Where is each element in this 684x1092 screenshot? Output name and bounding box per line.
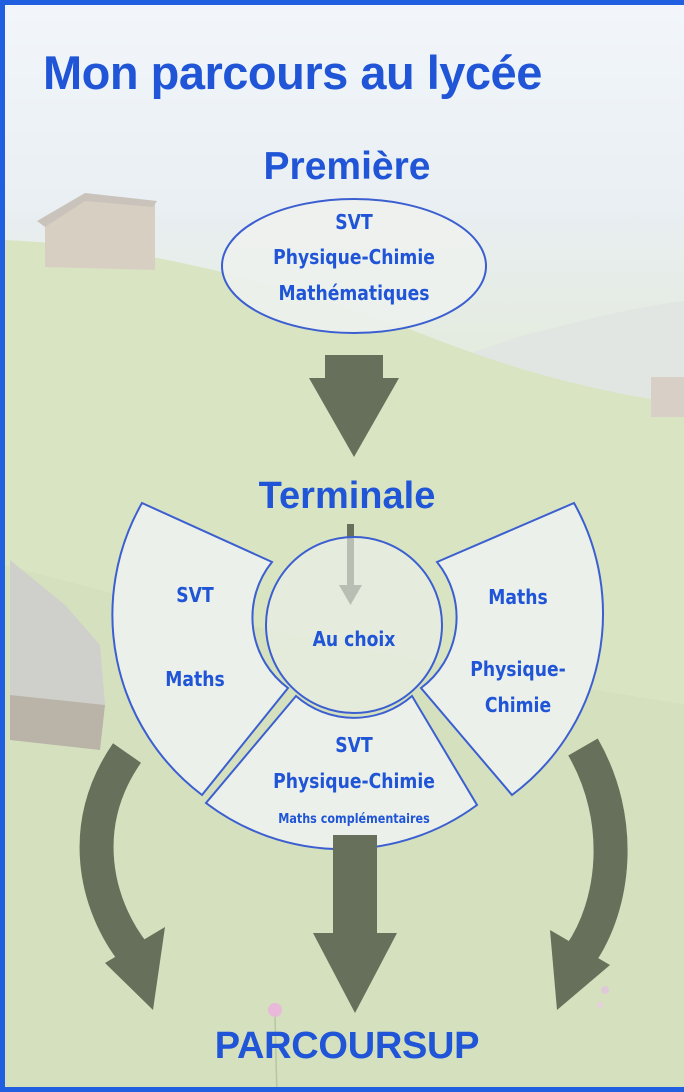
segment-right	[419, 501, 604, 797]
right-option-maths: Maths	[488, 585, 548, 609]
center-au-choix: Au choix	[312, 627, 396, 651]
left-option-maths: Maths	[165, 667, 225, 691]
chalet-right	[651, 377, 684, 417]
right-option-chimie: Chimie	[484, 693, 552, 717]
parcoursup-heading: PARCOURSUP	[214, 1025, 480, 1067]
wildflowers	[268, 986, 609, 1087]
chalet-left	[37, 193, 157, 270]
center-circle	[265, 536, 443, 714]
premiere-subject-physique-chimie: Physique-Chimie	[273, 245, 435, 269]
premiere-oval	[221, 198, 487, 334]
curved-arrow-right	[550, 738, 628, 1010]
left-option-svt: SVT	[176, 583, 214, 607]
page-title: Mon parcours au lycée	[43, 46, 542, 99]
pathway-diagram	[79, 198, 628, 1013]
bottom-option-maths-complementaires: Maths complémentaires	[278, 812, 430, 827]
premiere-heading: Première	[263, 145, 431, 188]
bottom-option-physique-chimie: Physique-Chimie	[273, 769, 435, 793]
arrow-center-down	[313, 835, 397, 1013]
terminale-heading: Terminale	[258, 475, 436, 517]
bottom-option-svt: SVT	[335, 733, 373, 757]
segment-bottom	[204, 694, 479, 851]
right-option-physique: Physique-	[470, 657, 566, 681]
curved-arrow-left	[79, 743, 165, 1010]
arrow-premiere-to-terminale	[309, 355, 399, 457]
premiere-subject-mathematiques: Mathématiques	[278, 281, 430, 305]
segment-left	[111, 501, 290, 797]
roof-left-bottom	[10, 560, 105, 750]
premiere-subject-svt: SVT	[335, 210, 373, 234]
